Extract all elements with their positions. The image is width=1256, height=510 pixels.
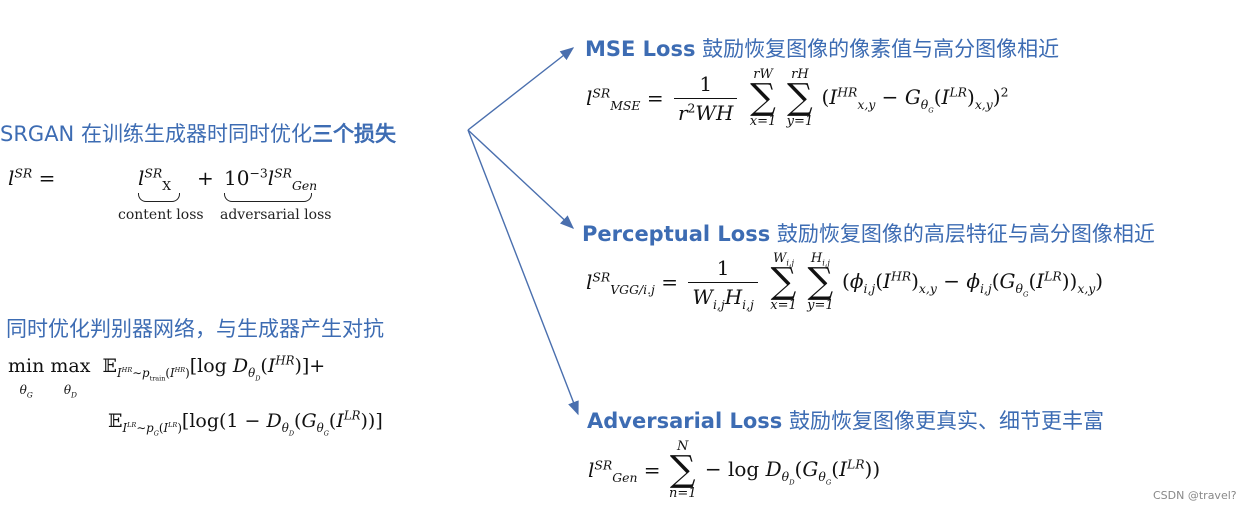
perceptual-loss-heading: Perceptual Loss 鼓励恢复图像的高层特征与高分图像相近 xyxy=(582,218,1155,248)
perceptual-loss-name: Perceptual Loss xyxy=(582,222,771,246)
generator-loss-title-prefix: SRGAN 在训练生成器时同时优化 xyxy=(0,122,312,146)
minmax-objective-line2: 𝔼ILR∼pG(ILR)[log(1 − DθD(GθG(ILR))] xyxy=(108,408,383,438)
adversarial-loss-heading: Adversarial Loss 鼓励恢复图像更真实、细节更丰富 xyxy=(587,405,1104,435)
arrow-to-perceptual xyxy=(467,129,575,229)
perceptual-loss-description: 鼓励恢复图像的高层特征与高分图像相近 xyxy=(770,222,1155,246)
mse-loss-description: 鼓励恢复图像的像素值与高分图像相近 xyxy=(695,37,1060,61)
content-loss-term: lSRX xyxy=(138,165,172,193)
adversarial-loss-description: 鼓励恢复图像更真实、细节更丰富 xyxy=(782,409,1104,433)
watermark: CSDN @travel? xyxy=(1153,489,1237,502)
adversarial-loss-name: Adversarial Loss xyxy=(587,409,783,433)
arrow-to-adversarial xyxy=(467,129,579,416)
plus-sign: + xyxy=(197,166,214,190)
adversarial-loss-label: adversarial loss xyxy=(220,207,332,223)
adversarial-loss-brace xyxy=(224,193,312,202)
content-loss-brace xyxy=(138,193,180,202)
generator-adversarial-loss-formula: lSRGen = N∑n=1 − log DθD(GθG(ILR)) xyxy=(588,439,881,501)
generator-loss-title: SRGAN 在训练生成器时同时优化三个损失 xyxy=(0,118,396,148)
arrow-to-mse xyxy=(467,47,575,131)
mse-loss-name: MSE Loss xyxy=(585,37,696,61)
content-loss-label: content loss xyxy=(118,207,204,223)
generator-loss-title-bold: 三个损失 xyxy=(311,122,396,146)
discriminator-title: 同时优化判别器网络，与生成器产生对抗 xyxy=(6,317,384,341)
adversarial-loss-term: 10−3lSRGen xyxy=(224,165,318,193)
total-loss-lhs: lSR = xyxy=(8,165,56,190)
mse-loss-heading: MSE Loss 鼓励恢复图像的像素值与高分图像相近 xyxy=(585,33,1059,63)
